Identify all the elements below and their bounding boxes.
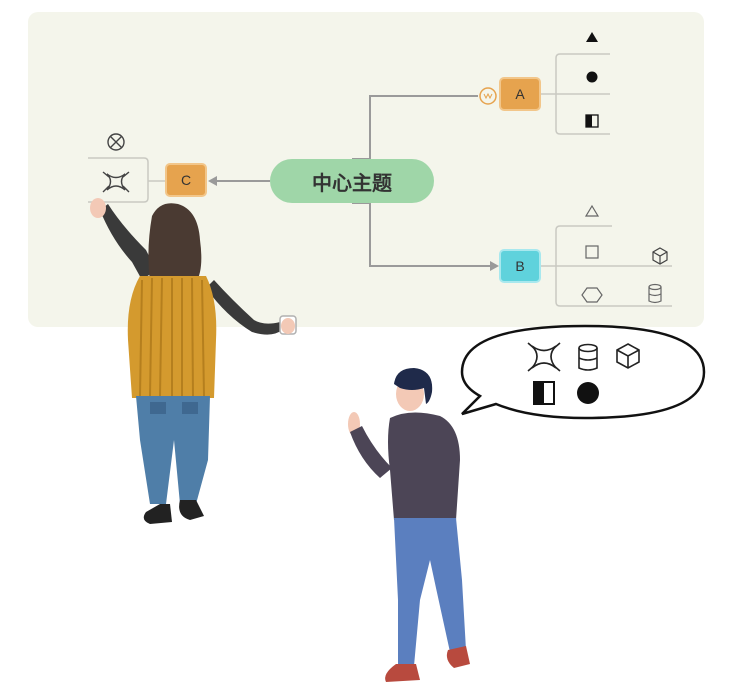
speech-bubble <box>460 324 706 420</box>
star-cross-icon <box>102 171 130 193</box>
circle-x-icon <box>107 133 125 151</box>
cylinder-icon <box>578 343 598 371</box>
half-square-icon <box>585 114 599 128</box>
central-topic: 中心主题 <box>270 159 434 203</box>
square-outline-icon <box>585 245 599 259</box>
arrow-b <box>490 261 499 271</box>
half-square-icon <box>533 381 555 405</box>
triangle-outline-icon <box>584 204 600 217</box>
man-figure <box>348 368 470 682</box>
link-center-b <box>352 202 494 267</box>
arrow-c <box>208 176 217 186</box>
collapse-marker-icon <box>479 87 497 105</box>
hexagon-icon <box>581 287 603 303</box>
node-a: A <box>499 77 541 111</box>
circle-filled-icon <box>577 382 599 404</box>
star-cross-icon <box>527 342 561 372</box>
triangle-filled-icon <box>586 32 598 42</box>
cube-icon <box>616 343 640 369</box>
circle-filled-icon <box>586 71 598 83</box>
node-b: B <box>499 249 541 283</box>
node-c: C <box>165 163 207 197</box>
woman-figure <box>90 198 297 524</box>
cylinder-icon <box>648 283 662 304</box>
cube-icon <box>652 247 668 265</box>
